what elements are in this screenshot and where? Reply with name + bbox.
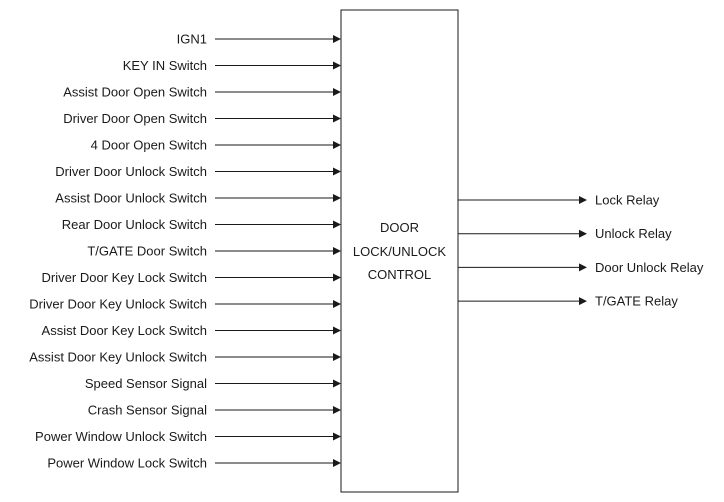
input-signal: Rear Door Unlock Switch [62,217,341,232]
input-arrowhead [333,326,341,335]
input-signal-label: Crash Sensor Signal [88,403,207,418]
input-signal: T/GATE Door Switch [87,244,341,259]
input-signal-label: Rear Door Unlock Switch [62,217,207,232]
control-module-label-line-1: DOOR [380,220,419,235]
input-arrowhead [333,353,341,361]
input-signal-label: IGN1 [177,32,207,47]
output-arrowhead [579,196,587,204]
input-arrowhead [333,379,341,388]
input-signal: Power Window Lock Switch [47,456,341,471]
input-signal: Driver Door Key Lock Switch [42,270,341,285]
output-signal-label: T/GATE Relay [595,294,678,309]
input-signal-label: Assist Door Open Switch [63,85,207,100]
input-signal-label: Power Window Unlock Switch [35,429,207,444]
input-arrowhead [333,88,341,96]
input-signal-label: Driver Door Key Unlock Switch [29,297,207,312]
control-module-label-line-2: LOCK/UNLOCK [353,244,447,259]
input-signal: Driver Door Key Unlock Switch [29,297,341,312]
input-arrowhead [333,432,341,441]
input-signal-label: Assist Door Key Lock Switch [42,323,207,338]
input-signal: Assist Door Unlock Switch [55,191,341,206]
input-signal-label: Power Window Lock Switch [47,456,207,471]
input-arrowhead [333,406,341,414]
output-signal-label: Door Unlock Relay [595,260,704,275]
input-signal-label: Assist Door Unlock Switch [55,191,207,206]
input-signal-label: KEY IN Switch [123,58,207,73]
input-signal: Power Window Unlock Switch [35,429,341,444]
input-signal: KEY IN Switch [123,58,341,73]
input-signal: Driver Door Unlock Switch [55,164,341,179]
input-arrowhead [333,459,341,467]
input-arrowhead [333,273,341,282]
control-module-label-line-3: CONTROL [368,267,432,282]
input-signal: Assist Door Key Lock Switch [42,323,341,338]
input-arrowhead [333,114,341,123]
input-arrowhead [333,167,341,176]
output-arrowhead [579,229,587,238]
input-arrowhead [333,247,341,255]
input-signal-label: Driver Door Open Switch [63,111,207,126]
output-signal: T/GATE Relay [458,294,678,309]
input-signal-label: Driver Door Key Lock Switch [42,270,207,285]
input-signal: Assist Door Open Switch [63,85,341,100]
input-signal: Crash Sensor Signal [88,403,341,418]
input-signal: Driver Door Open Switch [63,111,341,126]
output-arrowhead [579,297,587,306]
input-signal: Assist Door Key Unlock Switch [29,350,341,365]
input-signal-label: Driver Door Unlock Switch [55,164,207,179]
input-arrowhead [333,61,341,70]
input-signal: 4 Door Open Switch [91,138,341,153]
output-signal: Door Unlock Relay [458,260,704,275]
input-signal-label: 4 Door Open Switch [91,138,207,153]
input-arrowhead [333,141,341,149]
input-signal-label: T/GATE Door Switch [87,244,207,259]
input-arrowhead [333,300,341,308]
input-signal: Speed Sensor Signal [85,376,341,391]
input-signal: IGN1 [177,32,341,47]
output-signal: Unlock Relay [458,226,672,241]
input-arrowhead [333,35,341,43]
output-signal-label: Unlock Relay [595,226,672,241]
input-signal-label: Speed Sensor Signal [85,376,207,391]
input-arrowhead [333,194,341,202]
input-signal-label: Assist Door Key Unlock Switch [29,350,207,365]
output-signal-label: Lock Relay [595,193,660,208]
input-arrowhead [333,220,341,229]
output-arrowhead [579,263,587,272]
output-signal: Lock Relay [458,193,660,208]
